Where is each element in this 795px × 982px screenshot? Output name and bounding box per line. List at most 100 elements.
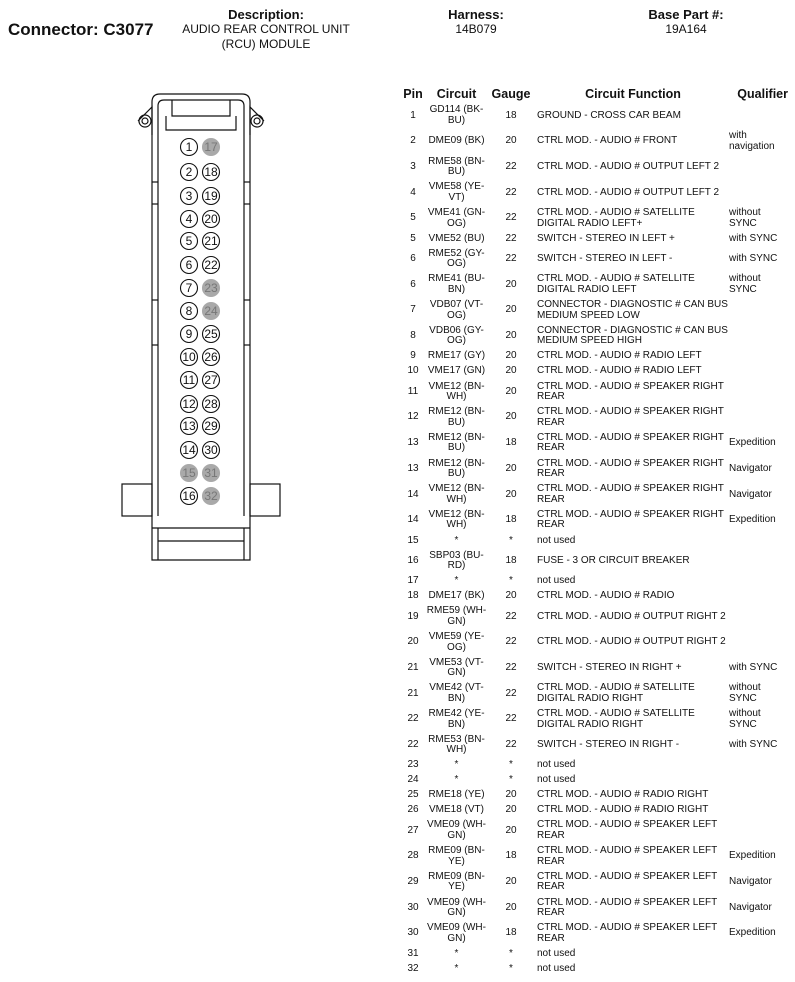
pin-number-cell: 27 [407, 824, 419, 836]
qualifier-cell: Expedition [729, 927, 776, 939]
wire-gauge-cell: 20 [505, 590, 517, 602]
connector-pin-9: 9 [179, 324, 199, 344]
wire-gauge-cell: 20 [505, 278, 517, 290]
pin-label: 26 [204, 350, 218, 364]
qualifier-cell [729, 533, 790, 548]
circuit-function-cell: CTRL MOD. - AUDIO # SPEAKER LEFT REAR [537, 896, 718, 919]
pin-circle [179, 416, 199, 436]
wire-gauge-cell: 18 [505, 850, 517, 862]
circuit-code-cell: * [454, 575, 459, 587]
wire-gauge-cell: 20 [505, 876, 517, 888]
circuit-code-cell: VME12 (BN-WH) [428, 508, 485, 531]
circuit-function-cell: CTRL MOD. - AUDIO # SATELLITE DIGITAL RA… [537, 682, 695, 704]
connector-pin-19: 19 [201, 186, 221, 206]
pin-label: 32 [204, 489, 218, 503]
pin-label: 27 [204, 373, 218, 387]
pin-circle [201, 137, 221, 157]
wire-gauge-cell: 18 [505, 554, 517, 566]
qualifier-cell [729, 758, 790, 773]
connector-pin-31: 31 [201, 463, 221, 483]
pin-circle [179, 209, 199, 229]
table-row: 31**not used [400, 947, 790, 962]
pin-label: 18 [204, 165, 218, 179]
connector-pin-22: 22 [201, 255, 221, 275]
pin-circle [179, 162, 199, 182]
pin-label: 23 [204, 281, 218, 295]
wire-gauge-cell: 20 [505, 304, 517, 316]
qualifier-cell [729, 324, 790, 350]
circuit-function-cell: not used [537, 774, 576, 786]
wire-gauge-cell: * [509, 534, 513, 546]
circuit-code-cell: VME52 (BU) [428, 232, 485, 244]
circuit-code-cell: DME17 (BK) [428, 590, 485, 602]
pin-number-cell: 8 [410, 330, 416, 342]
pin-number-cell: 3 [410, 160, 416, 172]
qualifier-cell [729, 298, 790, 324]
wire-gauge-cell: 20 [505, 365, 517, 377]
pin-table: Pin Circuit Gauge Circuit Function Quali… [400, 84, 790, 977]
harness-block: Harness: 14B079 [430, 7, 522, 37]
qualifier-cell [729, 180, 790, 206]
circuit-code-cell: VDB06 (GY-OG) [429, 324, 484, 347]
pin-number-cell: 26 [407, 804, 419, 816]
circuit-code-cell: VME58 (YE-VT) [428, 181, 485, 203]
wire-gauge-cell: * [509, 774, 513, 786]
connector-pin-11: 11 [179, 370, 199, 390]
circuit-function-cell: CTRL MOD. - AUDIO # RADIO LEFT [537, 350, 702, 362]
circuit-code-cell: GD114 (BK-BU) [429, 104, 484, 126]
pin-circle [179, 186, 199, 206]
circuit-code-cell: RME17 (GY) [427, 350, 486, 362]
qualifier-cell: Navigator [729, 901, 772, 913]
circuit-function-cell: FUSE - 3 OR CIRCUIT BREAKER [537, 554, 690, 566]
pin-label: 8 [186, 304, 193, 318]
table-row: 17**not used [400, 574, 790, 589]
pin-number-cell: 17 [407, 575, 419, 587]
wire-gauge-cell: 22 [505, 186, 517, 198]
circuit-function-cell: CTRL MOD. - AUDIO # SPEAKER LEFT REAR [537, 922, 718, 944]
pin-circle [201, 278, 221, 298]
connector-pin-29: 29 [201, 416, 221, 436]
pin-circle [179, 440, 199, 460]
pin-number-cell: 25 [407, 789, 419, 801]
qualifier-cell [729, 962, 790, 977]
circuit-function-cell: CTRL MOD. - AUDIO # SPEAKER RIGHT REAR [537, 431, 724, 454]
circuit-function-cell: CTRL MOD. - AUDIO # SPEAKER RIGHT REAR [537, 483, 724, 505]
pin-number-cell: 22 [407, 739, 419, 751]
circuit-code-cell: * [454, 759, 459, 771]
circuit-function-cell: not used [537, 759, 576, 771]
pin-circle [179, 301, 199, 321]
circuit-function-cell: CTRL MOD. - AUDIO # SATELLITE DIGITAL RA… [537, 708, 695, 730]
circuit-code-cell: VME12 (BN-WH) [428, 483, 485, 505]
pin-number-cell: 30 [407, 901, 419, 913]
circuit-code-cell: * [454, 774, 459, 786]
harness-label: Harness: [448, 7, 504, 22]
qualifier-cell: Navigator [729, 462, 772, 474]
pin-number-cell: 7 [410, 304, 416, 316]
connector-pin-26: 26 [201, 347, 221, 367]
connector-pin-20: 20 [201, 209, 221, 229]
connector-pin-15: 15 [179, 463, 199, 483]
qualifier-cell [729, 604, 790, 630]
connector-pin-2: 2 [179, 162, 199, 182]
qualifier-cell: Navigator [729, 488, 772, 500]
pin-number-cell: 21 [407, 661, 419, 673]
pin-circle [179, 255, 199, 275]
circuit-function-cell: not used [537, 575, 576, 587]
qualifier-cell: Expedition [729, 850, 776, 862]
circuit-code-cell: VME09 (WH-GN) [427, 819, 486, 841]
wire-gauge-cell: 20 [505, 350, 517, 362]
circuit-code-cell: RME59 (WH-GN) [426, 605, 487, 627]
pin-number-cell: 20 [407, 636, 419, 648]
circuit-code-cell: VME53 (VT-GN) [429, 656, 484, 679]
pin-circle [201, 209, 221, 229]
